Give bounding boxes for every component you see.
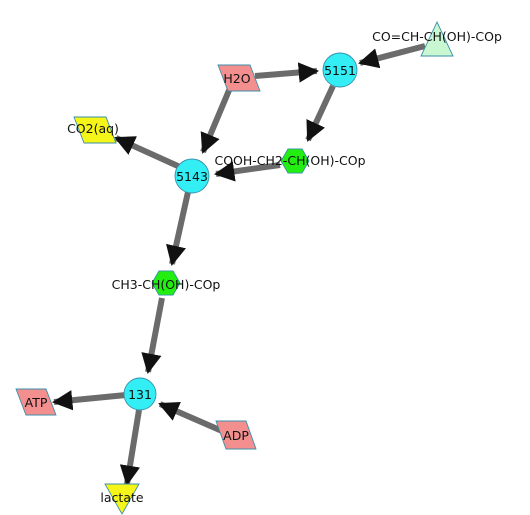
node-atp[interactable]	[15, 388, 57, 416]
nodes-layer	[15, 20, 454, 515]
node-label-lactate: lactate	[100, 490, 143, 505]
node-label-h2o: H2O	[223, 71, 250, 86]
edge-n131-to-atp	[51, 390, 127, 411]
node-label-adp: ADP	[223, 428, 249, 443]
node-malate[interactable]	[280, 148, 310, 174]
edge-adp-to-n131	[158, 401, 224, 434]
node-label-malate: COOH-CH2-CH(OH)-COp	[214, 153, 365, 168]
edge-n131-to-lactate	[119, 409, 142, 487]
node-label-n5151: 5151	[324, 63, 356, 78]
node-label-lactyl: CH3-CH(OH)-COp	[112, 277, 221, 292]
node-lactyl[interactable]	[151, 270, 181, 296]
edges-layer	[51, 43, 426, 487]
edge-h2o-to-n5143	[200, 86, 233, 154]
node-co2[interactable]	[73, 116, 117, 144]
node-label-n5143: 5143	[176, 169, 208, 184]
node-glyceraldehyde[interactable]	[420, 20, 454, 57]
edge-n5151-to-malate	[305, 84, 336, 142]
node-label-n131: 131	[128, 387, 152, 402]
edge-malate-to-n5143	[213, 161, 281, 182]
node-adp[interactable]	[215, 420, 257, 450]
edge-n5143-to-co2	[114, 135, 182, 170]
edge-h2o-to-n5151	[254, 62, 320, 83]
node-n5143[interactable]	[174, 158, 210, 194]
node-n131[interactable]	[123, 377, 157, 411]
node-label-co2: CO2(aq)	[67, 121, 119, 136]
node-n5151[interactable]	[322, 52, 358, 88]
node-lactate[interactable]	[104, 483, 140, 515]
node-label-atp: ATP	[25, 395, 48, 410]
edge-glyceraldehyde-to-n5151	[358, 43, 426, 69]
edge-lactyl-to-n131	[141, 297, 165, 375]
edge-n5143-to-lactyl	[166, 191, 191, 266]
node-label-glyceraldehyde: CO=CH-CH(OH)-COp	[372, 29, 502, 44]
node-h2o[interactable]	[217, 64, 261, 92]
